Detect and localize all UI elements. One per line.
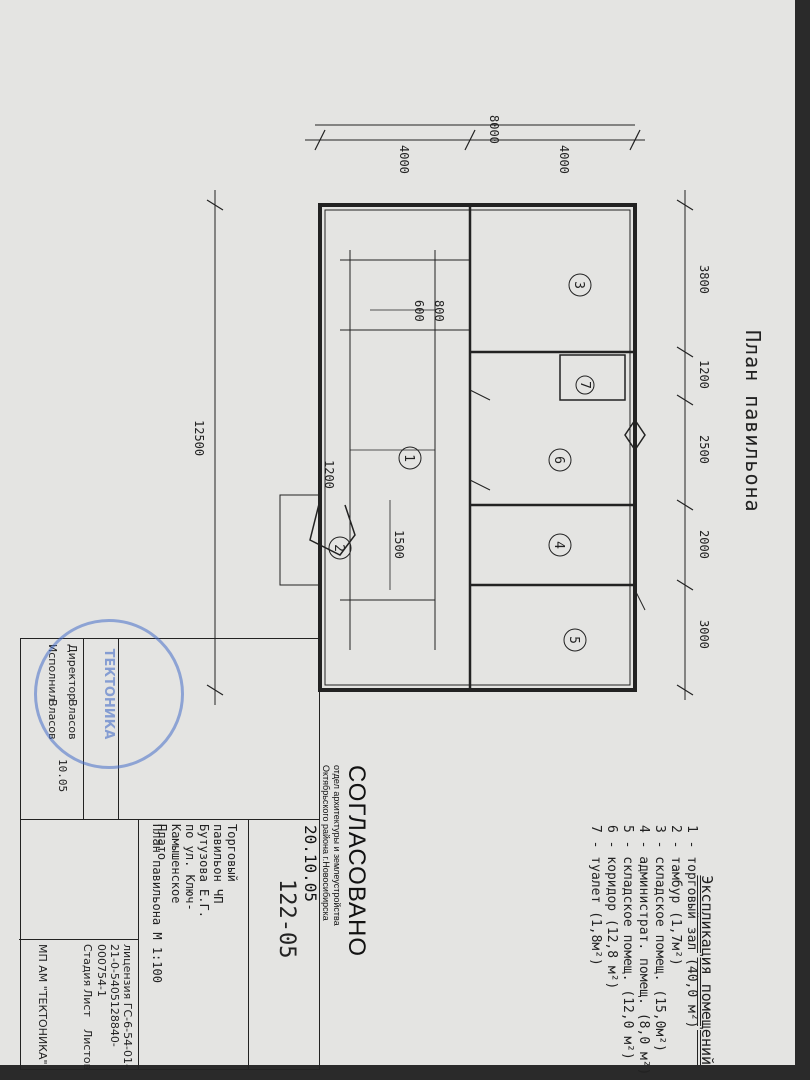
sheet-label: Лист (81, 989, 94, 1017)
approval-dept: отдел архитектуры и землеустройства (332, 765, 342, 926)
dim-3000: 3000 (697, 620, 711, 649)
stage-label: Стадия (81, 944, 94, 987)
legend-item: 2 - тамбур (1,7м²) (668, 825, 683, 966)
room-5: 5 (566, 636, 581, 644)
dim-1500: 1500 (392, 530, 406, 559)
dim-800: 800 (432, 300, 446, 322)
license: лицензия ГС-6-54-01-21-0-5405128840-0007… (95, 944, 134, 1068)
drawing-number: 122-05 (274, 879, 299, 959)
room-1: 1 (401, 454, 416, 462)
legend-item: 3 - складское помещ. (15,0м²) (652, 825, 667, 1052)
paper-sheet (0, 0, 795, 1065)
company-seal: ТЕКТОНИКА (34, 619, 184, 769)
room-6: 6 (551, 456, 566, 464)
dim-2500: 2500 (697, 435, 711, 464)
sign-date: 10.05 (56, 759, 69, 793)
dim-1200-inner: 1200 (322, 460, 336, 489)
legend-item: 5 - складское помещ. (12,0 м²) (620, 825, 635, 1060)
legend-item: 1 - торговый зал (40,0 м²) (684, 825, 699, 1029)
dim-2000: 2000 (697, 530, 711, 559)
dim-600: 600 (412, 300, 426, 322)
dim-4000-a: 4000 (397, 145, 411, 174)
legend-heading: Экспликация помещений (698, 875, 716, 1066)
entrance-vestibule (309, 499, 356, 556)
room-4: 4 (551, 541, 566, 549)
dim-4000-b: 4000 (557, 145, 571, 174)
outer-wall (318, 203, 637, 692)
room-2: 2 (331, 544, 346, 552)
legend-item: 4 - администрат. помещ. (8,0 м²) (636, 825, 651, 1076)
legend-item: 7 - туалет (1,8м²) (588, 825, 603, 966)
room-3: 3 (571, 281, 586, 289)
dim-3800: 3800 (697, 265, 711, 294)
sheets-label: Листов (81, 1029, 94, 1071)
dim-1200: 1200 (697, 360, 711, 389)
room-legend: Экспликация помещений 1 - торговый зал (… (587, 825, 716, 1076)
title-block: 122-05 Торговый павильон ЧП Бутузова Е.Г… (19, 619, 320, 1071)
dim-8000: 8000 (487, 115, 501, 144)
project-name: Торговый павильон ЧП Бутузова Е.Г. по ул… (155, 824, 239, 918)
approval-district: Октябрьского района г.Новосибирска (321, 765, 331, 921)
dim-12500: 12500 (192, 420, 206, 456)
organization: МП АМ "ТЕКТОНИКА" (36, 944, 49, 1065)
legend-item: 6 - коридор (12,8 м²) (604, 825, 619, 990)
toilet-walls (559, 354, 626, 401)
room-7: 7 (577, 381, 592, 389)
sheet-title: План павильона М 1:100 (150, 824, 164, 983)
approval-heading: СОГЛАСОВАНО (343, 765, 370, 958)
